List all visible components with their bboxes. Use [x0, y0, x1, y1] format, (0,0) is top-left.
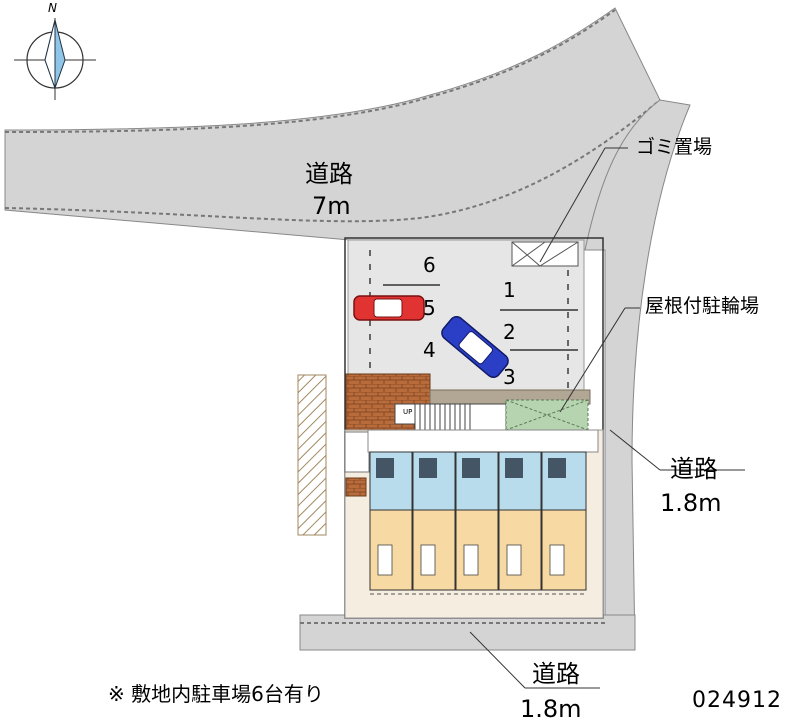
bicycle-parking: [505, 399, 589, 431]
unit-4: [498, 451, 542, 591]
unit-1: [369, 451, 413, 591]
unit-5: [541, 451, 587, 591]
main-road-width: 7m: [312, 192, 351, 220]
parking-spot-6: 6: [423, 253, 436, 277]
property-code: 024912: [692, 688, 782, 713]
blue-car-icon: [441, 316, 509, 378]
stall-lines: [383, 284, 578, 351]
compass-icon: [14, 18, 96, 100]
red-car-icon: [353, 295, 425, 321]
parking-spot-4: 4: [423, 338, 436, 362]
south-road: [299, 614, 636, 651]
compass-north-label: N: [48, 1, 57, 15]
staircase: [394, 403, 507, 431]
east-road-name: 道路: [670, 455, 718, 483]
main-road-lower-edge: [4, 99, 661, 223]
neighbor-hatch: [297, 374, 327, 536]
mailbox: [345, 477, 367, 497]
main-road-name: 道路: [305, 160, 353, 188]
main-road-upper-edge: [4, 9, 616, 133]
parking-spot-2: 2: [503, 320, 516, 344]
unit-3: [455, 451, 499, 591]
apartment-units: [369, 451, 587, 591]
leader-lines: [469, 147, 745, 689]
parking-spot-5: 5: [423, 296, 436, 320]
stair-up-label: UP: [403, 408, 413, 416]
parking-spot-1: 1: [503, 278, 516, 302]
parking-spot-3: 3: [503, 365, 516, 389]
east-road-width: 1.8m: [660, 489, 722, 517]
east-road: [584, 99, 691, 651]
unit-2: [412, 451, 456, 591]
garbage-callout: ゴミ置場: [636, 136, 713, 158]
bicycle-callout: 屋根付駐輪場: [645, 295, 760, 317]
south-road-name: 道路: [532, 660, 580, 688]
corridor: [367, 429, 599, 453]
south-road-width: 1.8m: [520, 695, 582, 723]
footer-note: ※ 敷地内駐車場6台有り: [108, 682, 324, 706]
